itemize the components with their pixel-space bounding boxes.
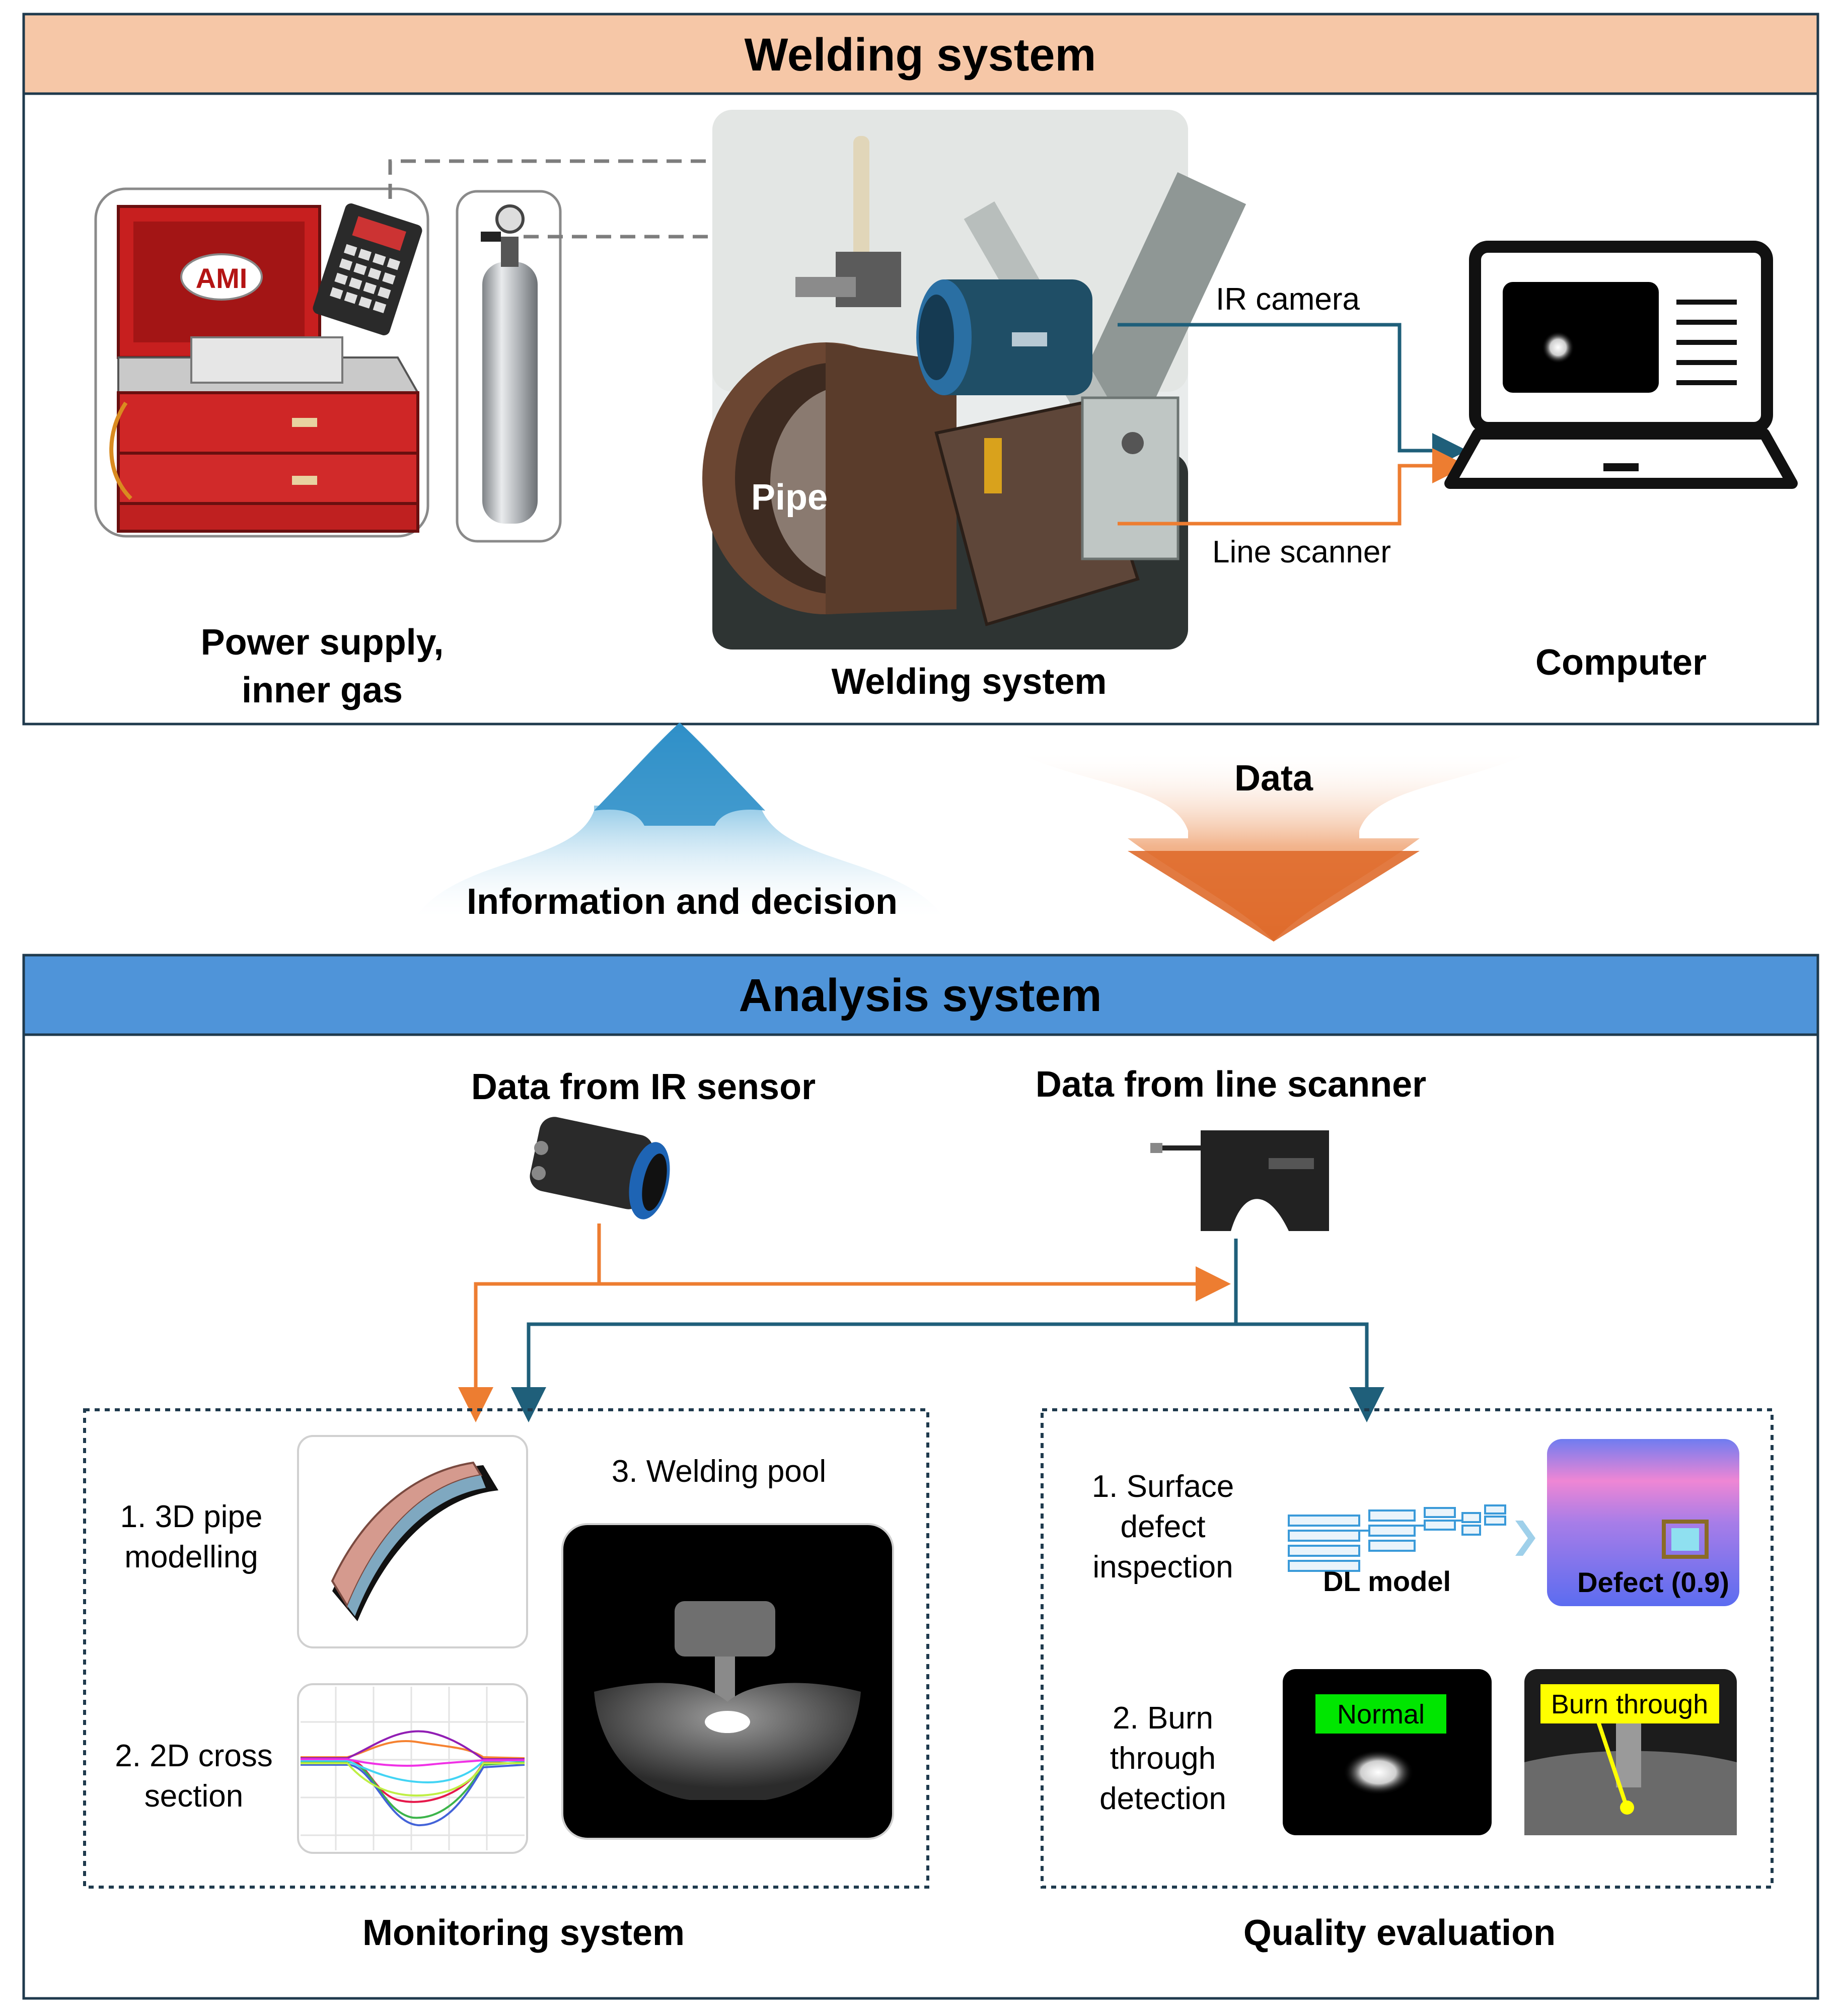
info-decision-label: Information and decision	[467, 882, 898, 922]
ir-camera-icon	[530, 1117, 670, 1219]
welding-header-title: Welding system	[745, 29, 1096, 81]
welding-header-bar	[22, 13, 1819, 95]
normal-tag-text: Normal	[1337, 1699, 1425, 1730]
brand-logo	[180, 253, 263, 301]
quality-item1-line3: inspection	[1092, 1550, 1233, 1585]
monitoring-system-box	[83, 1408, 929, 1889]
welding-photo-label: Welding system	[832, 662, 1107, 702]
defect-label: Defect (0.9)	[1577, 1566, 1729, 1598]
defect-detection-image	[1547, 1439, 1739, 1606]
monitoring-item2-line1: 2. 2D cross	[115, 1739, 273, 1773]
quality-item2-line3: detection	[1099, 1781, 1226, 1816]
analysis-connectors	[458, 1223, 1384, 1422]
monitoring-item3-label: 3. Welding pool	[612, 1454, 826, 1489]
welding-pool-image	[561, 1523, 894, 1840]
data-arrow	[1012, 750, 1535, 942]
monitoring-system-title: Monitoring system	[362, 1913, 685, 1953]
quality-evaluation-box	[1041, 1408, 1774, 1889]
quality-item2-line1: 2. Burn	[1113, 1701, 1213, 1736]
welding-photo: Pipe	[702, 110, 1246, 650]
keypad-icon	[313, 203, 422, 335]
quality-item1-line1: 1. Surface	[1092, 1469, 1234, 1504]
line-scanner-label: Line scanner	[1212, 535, 1391, 569]
ir-sensor-data-label: Data from IR sensor	[471, 1067, 816, 1107]
gas-cylinder-image	[456, 190, 562, 543]
burn-normal-image	[1283, 1669, 1492, 1835]
3d-pipe-model-image	[297, 1435, 528, 1648]
pipe-label: Pipe	[751, 477, 828, 518]
quality-item1-line2: defect	[1121, 1509, 1206, 1544]
quality-evaluation-title: Quality evaluation	[1243, 1913, 1556, 1953]
monitoring-item1-line1: 1. 3D pipe	[120, 1499, 263, 1534]
computer-label: Computer	[1535, 642, 1707, 683]
laptop-icon	[1444, 241, 1798, 489]
burn-through-image	[1524, 1669, 1737, 1835]
dl-model-icon	[1288, 1504, 1506, 1572]
power-supply-label-line1: Power supply,	[201, 622, 444, 663]
ir-camera-label: IR camera	[1216, 282, 1360, 317]
monitoring-item2-line2: section	[144, 1779, 243, 1814]
power-supply-label-line2: inner gas	[242, 670, 403, 710]
data-label: Data	[1234, 758, 1313, 799]
sensor-connectors	[1118, 323, 1467, 526]
quality-item2-line2: through	[1110, 1741, 1216, 1776]
analysis-header-title: Analysis system	[739, 970, 1101, 1021]
brand-logo-text: AMI	[196, 262, 248, 294]
normal-tag	[1315, 1694, 1446, 1734]
power-supply-image: AMI	[94, 187, 429, 538]
line-scanner-data-label: Data from line scanner	[1036, 1064, 1426, 1105]
line-scanner-icon	[1150, 1130, 1329, 1231]
monitoring-item1-line2: modelling	[124, 1540, 258, 1574]
analysis-header-bar	[22, 954, 1819, 1036]
chevron-right-icon	[1515, 1521, 1535, 1556]
2d-cross-section-chart	[297, 1683, 528, 1854]
burn-through-tag-text: Burn through	[1551, 1689, 1708, 1719]
info-decision-arrow	[413, 723, 946, 921]
burn-through-tag	[1540, 1684, 1719, 1723]
dl-model-label: DL model	[1323, 1565, 1451, 1597]
